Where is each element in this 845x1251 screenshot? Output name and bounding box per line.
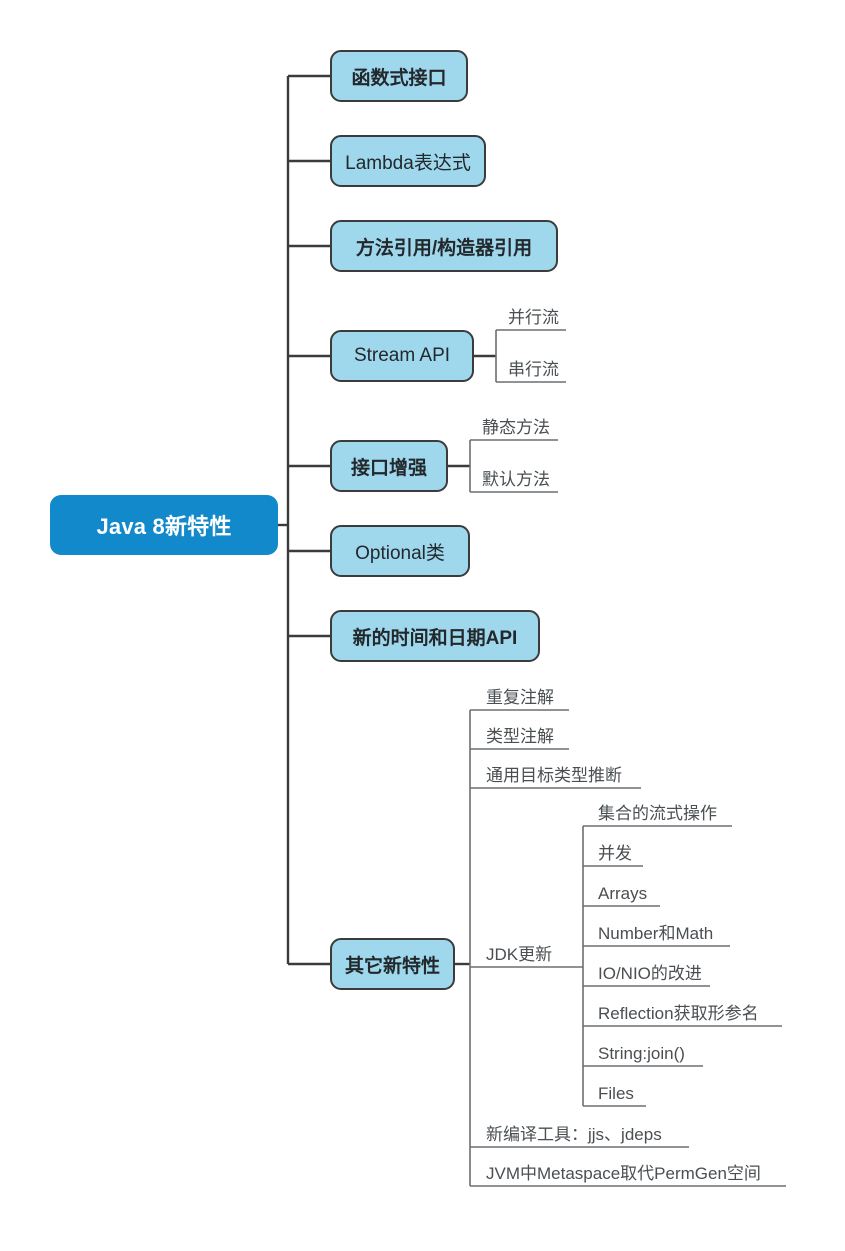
- leaf-label: 新编译工具：jjs、jdeps: [486, 1125, 662, 1144]
- leaf-label: IO/NIO的改进: [598, 964, 702, 983]
- leaf-label: Number和Math: [598, 924, 714, 943]
- root-node[interactable]: Java 8新特性: [50, 495, 278, 555]
- other-feature-item-5[interactable]: 新编译工具：jjs、jdeps: [486, 1126, 662, 1143]
- leaf-label: Arrays: [598, 884, 648, 903]
- jdk-update-item-7[interactable]: String:join(): [598, 1045, 685, 1062]
- leaf-label: JVM中Metaspace取代PermGen空间: [486, 1164, 761, 1183]
- branch-node-label: 函数式接口: [351, 67, 447, 89]
- leaf-label: 通用目标类型推断: [486, 766, 622, 785]
- branch-node-label: 方法引用/构造器引用: [355, 237, 533, 259]
- branch-node-4[interactable]: Stream API: [330, 330, 474, 382]
- leaf-label: 集合的流式操作: [598, 804, 717, 823]
- leaf-label: String:join(): [598, 1044, 685, 1063]
- branch-node-label: Optional类: [355, 542, 445, 564]
- jdk-update-item-1[interactable]: 集合的流式操作: [598, 805, 717, 822]
- subleaf-label: 默认方法: [482, 470, 550, 489]
- jdk-update-item-8[interactable]: Files: [598, 1085, 634, 1102]
- other-feature-item-1[interactable]: 重复注解: [486, 689, 554, 706]
- leaf-label: 类型注解: [486, 727, 554, 746]
- jdk-update-item-2[interactable]: 并发: [598, 845, 632, 862]
- branch-node-label: 新的时间和日期API: [352, 627, 518, 649]
- leaf-label: 并发: [598, 844, 632, 863]
- branch-node-2[interactable]: Lambda表达式: [330, 135, 486, 187]
- other-feature-item-4[interactable]: JDK更新: [486, 946, 552, 963]
- subleaf-4-2[interactable]: 串行流: [508, 361, 559, 378]
- subleaf-label: 静态方法: [482, 418, 550, 437]
- leaf-label: JDK更新: [486, 945, 553, 964]
- branch-node-3[interactable]: 方法引用/构造器引用: [330, 220, 558, 272]
- root-node-label: Java 8新特性: [96, 514, 232, 539]
- other-feature-item-2[interactable]: 类型注解: [486, 728, 554, 745]
- branch-node-label: Lambda表达式: [345, 152, 471, 174]
- subleaf-label: 串行流: [508, 360, 559, 379]
- subleaf-5-1[interactable]: 静态方法: [482, 419, 550, 436]
- leaf-label: 重复注解: [486, 688, 554, 707]
- jdk-update-item-5[interactable]: IO/NIO的改进: [598, 965, 702, 982]
- subleaf-5-2[interactable]: 默认方法: [482, 471, 550, 488]
- branch-node-label: 接口增强: [350, 457, 427, 479]
- leaf-label: Reflection获取形参名: [598, 1004, 759, 1023]
- jdk-update-item-3[interactable]: Arrays: [598, 885, 647, 902]
- branch-node-8[interactable]: 其它新特性: [330, 938, 455, 990]
- branch-node-label: 其它新特性: [344, 955, 440, 977]
- jdk-update-item-6[interactable]: Reflection获取形参名: [598, 1005, 759, 1022]
- other-feature-item-6[interactable]: JVM中Metaspace取代PermGen空间: [486, 1165, 761, 1182]
- branch-node-1[interactable]: 函数式接口: [330, 50, 468, 102]
- leaf-label: Files: [598, 1084, 634, 1103]
- other-feature-item-3[interactable]: 通用目标类型推断: [486, 767, 622, 784]
- branch-node-6[interactable]: Optional类: [330, 525, 470, 577]
- branch-node-7[interactable]: 新的时间和日期API: [330, 610, 540, 662]
- branch-node-label: Stream API: [353, 345, 451, 366]
- subleaf-label: 并行流: [508, 308, 559, 327]
- branch-node-5[interactable]: 接口增强: [330, 440, 448, 492]
- subleaf-4-1[interactable]: 并行流: [508, 309, 559, 326]
- jdk-update-item-4[interactable]: Number和Math: [598, 925, 713, 942]
